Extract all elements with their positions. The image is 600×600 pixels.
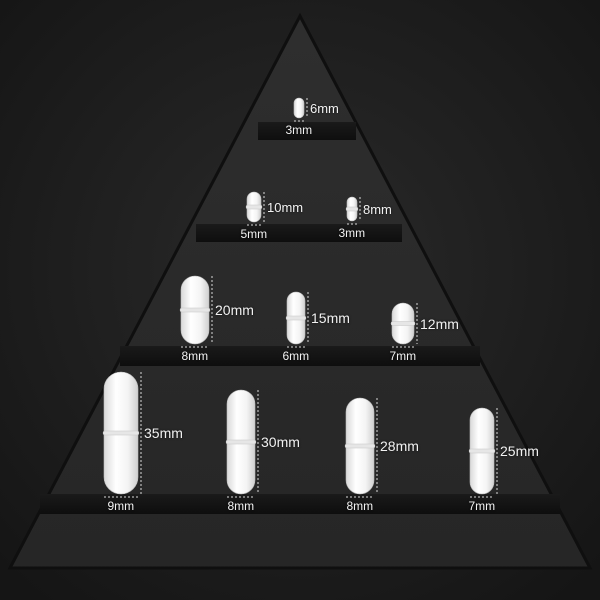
length-label: 8mm (363, 201, 392, 217)
dimension-guides (104, 98, 498, 498)
shelf-row-3 (120, 346, 480, 366)
pivot-ring (102, 430, 140, 436)
pivot-ring (225, 439, 257, 445)
diameter-label: 3mm (285, 123, 313, 137)
pivot-ring (390, 321, 416, 326)
shelf-row-1 (258, 122, 356, 140)
shelf-row-2 (196, 224, 402, 242)
pivot-ring (344, 443, 376, 449)
shelf-row-4 (40, 494, 560, 514)
length-label: 15mm (311, 310, 350, 326)
diameter-label: 6mm (282, 349, 310, 363)
length-label: 30mm (261, 434, 300, 450)
pivot-ring (245, 204, 263, 210)
diameter-label: 3mm (338, 226, 366, 240)
length-label: 12mm (420, 315, 459, 332)
pivot-ring (345, 206, 359, 212)
pivot-ring (468, 448, 496, 454)
length-label: 20mm (215, 302, 254, 318)
stir-bar (293, 97, 305, 119)
length-label: 28mm (380, 438, 419, 454)
length-label: 10mm (267, 199, 304, 215)
diameter-label: 9mm (107, 499, 135, 513)
diameter-label: 7mm (468, 499, 496, 513)
diameter-label: 8mm (181, 349, 209, 363)
pivot-ring (179, 307, 211, 313)
diameter-label: 5mm (240, 227, 268, 241)
length-label: 25mm (500, 443, 539, 459)
triangle-backdrop (7, 12, 593, 570)
stir-bars (102, 97, 496, 495)
pivot-ring (285, 315, 307, 321)
diameter-label: 8mm (346, 499, 374, 513)
length-label: 6mm (310, 100, 339, 116)
diameter-label: 7mm (389, 349, 417, 363)
diameter-label: 8mm (227, 499, 255, 513)
length-label: 35mm (144, 425, 183, 441)
